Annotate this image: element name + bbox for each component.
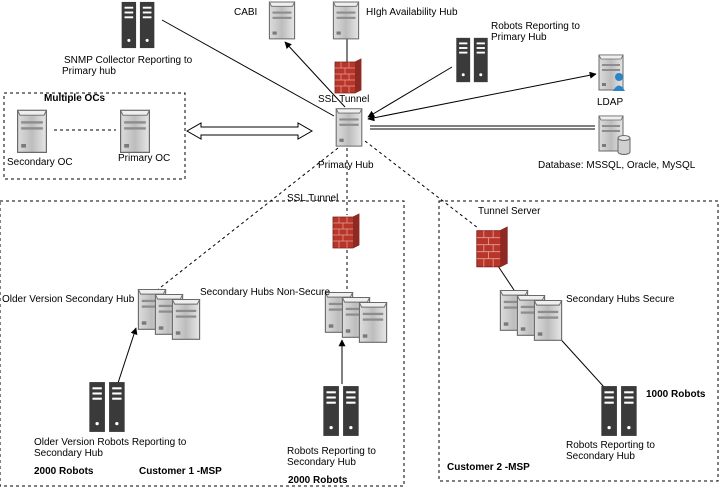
- secondary-oc-label: Secondary OC: [7, 157, 73, 168]
- firewall-mid-icon: [332, 213, 360, 249]
- ldap-label: LDAP: [597, 97, 624, 108]
- oc-primary-double-arrow: [185, 122, 314, 140]
- snmp-link: [161, 19, 335, 117]
- ldap-server-icon: [598, 54, 625, 91]
- older-robots-link: [117, 327, 138, 384]
- tunnel-secure-link: [497, 265, 515, 291]
- cabi-server-icon: [268, 1, 296, 40]
- multiple-ocs-label: Multiple OCs: [44, 93, 106, 104]
- tunnel-server-link: [364, 140, 479, 229]
- non-secure-hubs-label: Secondary Hubs Non-Secure: [200, 287, 331, 298]
- older-hub-tunnel: [155, 147, 339, 292]
- older-robots-icon: [89, 382, 125, 432]
- cabi-label: CABI: [234, 7, 258, 18]
- snmp-label-1: SNMP Collector Reporting to: [64, 55, 193, 66]
- robots-c1-icon: [323, 386, 359, 436]
- snmp-collector-icon: [121, 1, 155, 49]
- customer2-label: Customer 2 -MSP: [447, 462, 530, 473]
- database-server-icon: [598, 115, 631, 155]
- ldap-link: [367, 71, 597, 122]
- cabi-link: [284, 41, 346, 108]
- firewall-top-icon: [334, 58, 362, 94]
- primary-oc-label: Primary OC: [118, 153, 171, 164]
- snmp-label-2: Primary hub: [62, 66, 116, 77]
- ssl-tunnel-mid-label: SSL Tunnel: [287, 193, 339, 204]
- robots-c2-label-2: Secondary Hub: [566, 451, 635, 462]
- primary-hub-server-icon: [335, 108, 363, 147]
- tunnel-server-icon: [476, 226, 508, 268]
- robots-2000-right-label: 2000 Robots: [288, 475, 348, 486]
- secondary-oc-server-icon: [17, 109, 48, 153]
- tunnel-server-label: Tunnel Server: [478, 206, 541, 217]
- secure-hubs-label: Secondary Hubs Secure: [566, 294, 675, 305]
- robots-c1-label-2: Secondary Hub: [287, 457, 356, 468]
- ha-hub-server-icon: [332, 1, 360, 40]
- robots-c2-icon: [601, 386, 637, 436]
- robots-c2-link: [554, 332, 605, 388]
- primary-oc-server-icon: [119, 109, 150, 153]
- older-robots-label-1: Older Version Robots Reporting to: [34, 437, 187, 448]
- ssl-tunnel-top-label: SSL Tunnel: [318, 94, 370, 105]
- customer2-group: [438, 200, 719, 482]
- robots-c1-label-1: Robots Reporting to: [287, 446, 376, 457]
- customer1-group: [0, 200, 405, 487]
- thousand-robots-label: 1000 Robots: [646, 389, 706, 400]
- non-secure-hubs-icon: [324, 291, 388, 343]
- secure-hubs-icon: [499, 289, 563, 341]
- robots-primary-icon: [456, 37, 488, 83]
- robots-primary-link: [367, 66, 453, 118]
- multiple-ocs-group: [3, 92, 186, 180]
- primary-hub-label: Primary Hub: [318, 160, 374, 171]
- robots-c2-label-1: Robots Reporting to: [566, 440, 655, 451]
- robots-primary-label-1: Robots Reporting to: [491, 21, 580, 32]
- customer1-label: Customer 1 -MSP: [139, 466, 222, 477]
- older-hub-label: Older Version Secondary Hub: [2, 294, 135, 305]
- database-label: Database: MSSQL, Oracle, MySQL: [538, 160, 696, 171]
- robots-primary-label-2: Primary Hub: [491, 32, 547, 43]
- ha-hub-label: HIgh Availability Hub: [366, 7, 458, 18]
- robots-2000-left-label: 2000 Robots: [34, 466, 94, 477]
- older-robots-label-2: Secondary Hub: [34, 448, 103, 459]
- older-secondary-hubs-icon: [137, 288, 201, 340]
